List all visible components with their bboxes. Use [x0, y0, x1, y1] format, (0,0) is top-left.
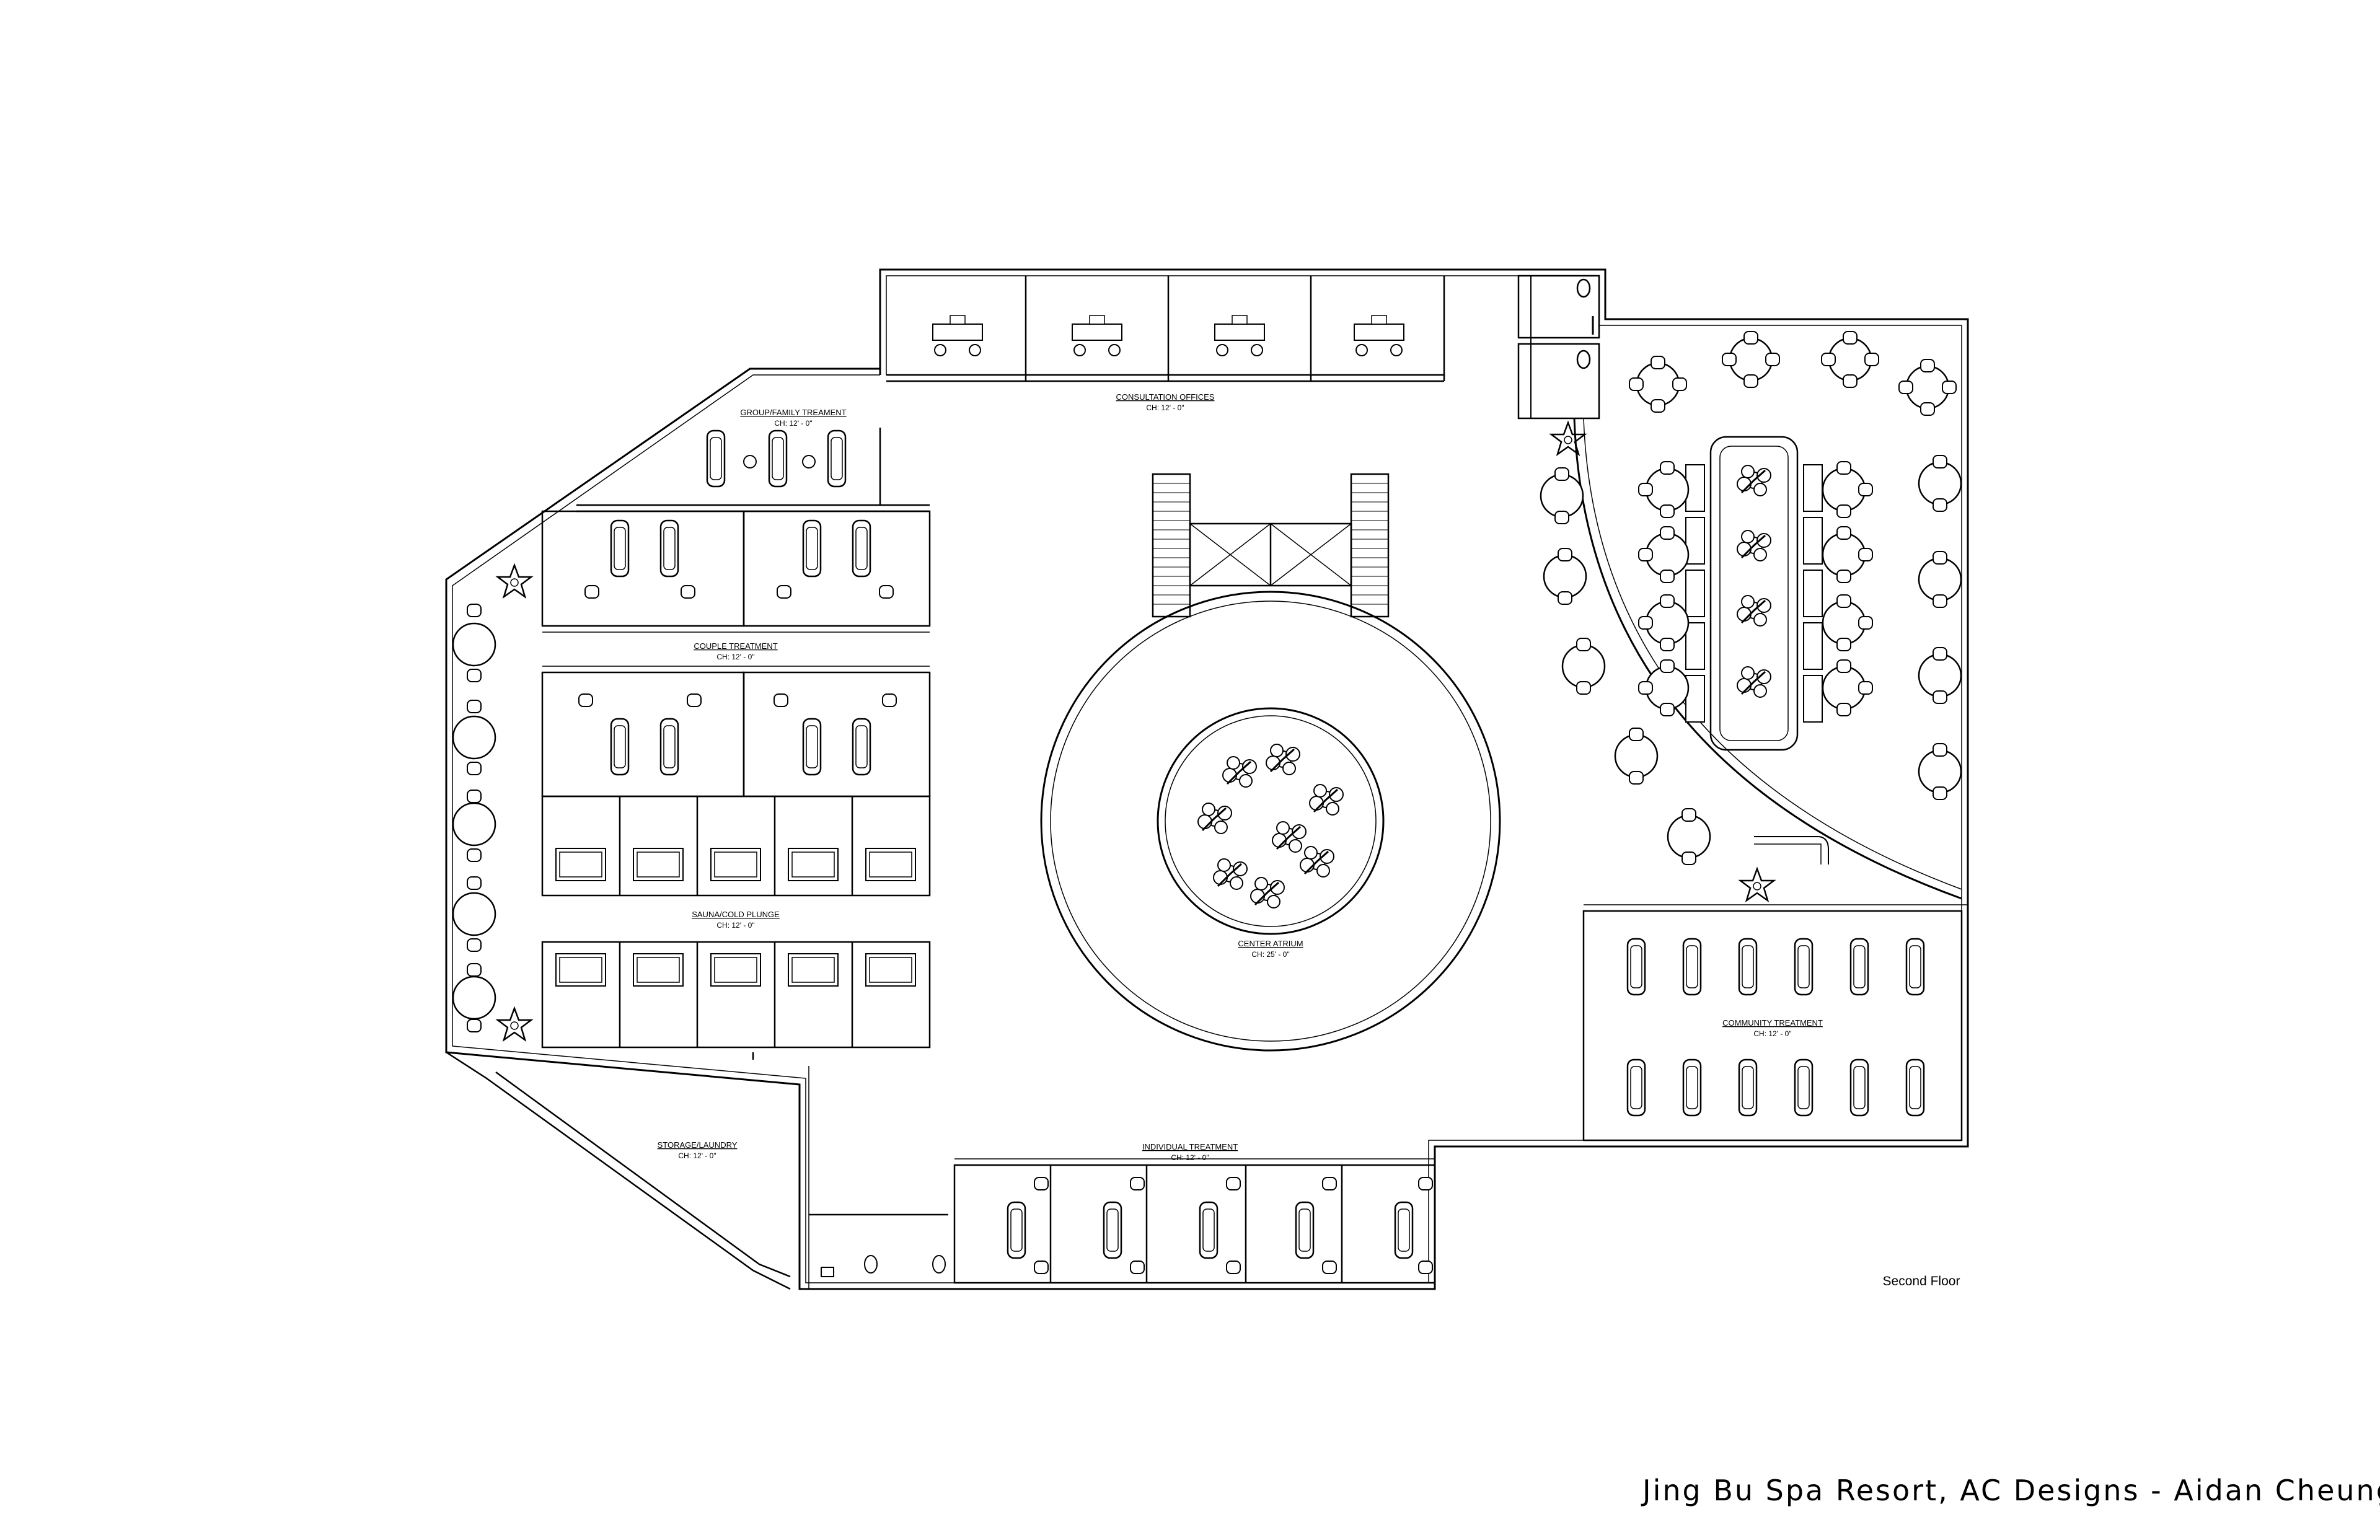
- community-room-name: COMMUNITY TREATMENT: [1722, 1018, 1823, 1027]
- atrium-ceiling-height: CH: 25' - 0": [1251, 950, 1289, 959]
- group-family-room-name: GROUP/FAMILY TREAMENT: [740, 408, 846, 417]
- office-desk: [932, 315, 983, 356]
- group-family-room: [576, 428, 930, 513]
- sauna-ceiling-height: CH: 12' - 0": [716, 921, 754, 930]
- lower-restroom: [821, 1255, 946, 1277]
- couple-room-name: COUPLE TREATMENT: [694, 641, 777, 651]
- group-bed: [706, 429, 847, 488]
- sauna-room-name: SAUNA/COLD PLUNGE: [692, 910, 780, 919]
- couple-ceiling-height: CH: 12' - 0": [716, 653, 754, 661]
- east-dining-curve: [1573, 418, 1962, 900]
- floor-label: Second Floor: [1883, 1274, 1960, 1288]
- stair-tread: [1153, 483, 1388, 605]
- community-treatment: [1582, 904, 1968, 1142]
- individual-bed: [1007, 1177, 1433, 1274]
- storage-ceiling-height: CH: 12' - 0": [678, 1151, 716, 1160]
- individual-ceiling-height: CH: 12' - 0": [1171, 1153, 1209, 1162]
- office-desk: [1072, 315, 1122, 356]
- consultation-room-name: CONSULTATION OFFICES: [1116, 392, 1215, 402]
- office-desk: [1214, 315, 1265, 356]
- sauna-cold-plunge: [541, 795, 931, 1049]
- long-table: [1709, 436, 1799, 751]
- atrium-room-name: CENTER ATRIUM: [1238, 939, 1303, 948]
- group-family-ceiling-height: CH: 12' - 0": [774, 419, 812, 428]
- storage-room-name: STORAGE/LAUNDRY: [658, 1140, 738, 1150]
- building-outline: [445, 268, 1969, 1290]
- table-planter: [1736, 464, 1772, 698]
- long-table-chair: [1685, 464, 1823, 723]
- west-lounge-table: [452, 604, 496, 1032]
- atrium-tree: [1197, 743, 1344, 909]
- atrium-ring: [1040, 591, 1501, 1052]
- individual-treatment: [953, 1158, 1436, 1284]
- decor-star: [496, 421, 1775, 1041]
- storage-laundry: [446, 1051, 948, 1290]
- office-desk: [1354, 315, 1404, 356]
- consultation-ceiling-height: CH: 12' - 0": [1146, 403, 1184, 412]
- restrooms-upper: [1517, 275, 1600, 420]
- consultation-offices: [886, 276, 1445, 382]
- sheet-credit: Jing Bu Spa Resort, AC Designs - Aidan C…: [1642, 1474, 2380, 1507]
- individual-room-name: INDIVIDUAL TREATMENT: [1142, 1142, 1238, 1151]
- community-ceiling-height: CH: 12' - 0": [1753, 1029, 1791, 1038]
- stair-structure: [1152, 473, 1390, 618]
